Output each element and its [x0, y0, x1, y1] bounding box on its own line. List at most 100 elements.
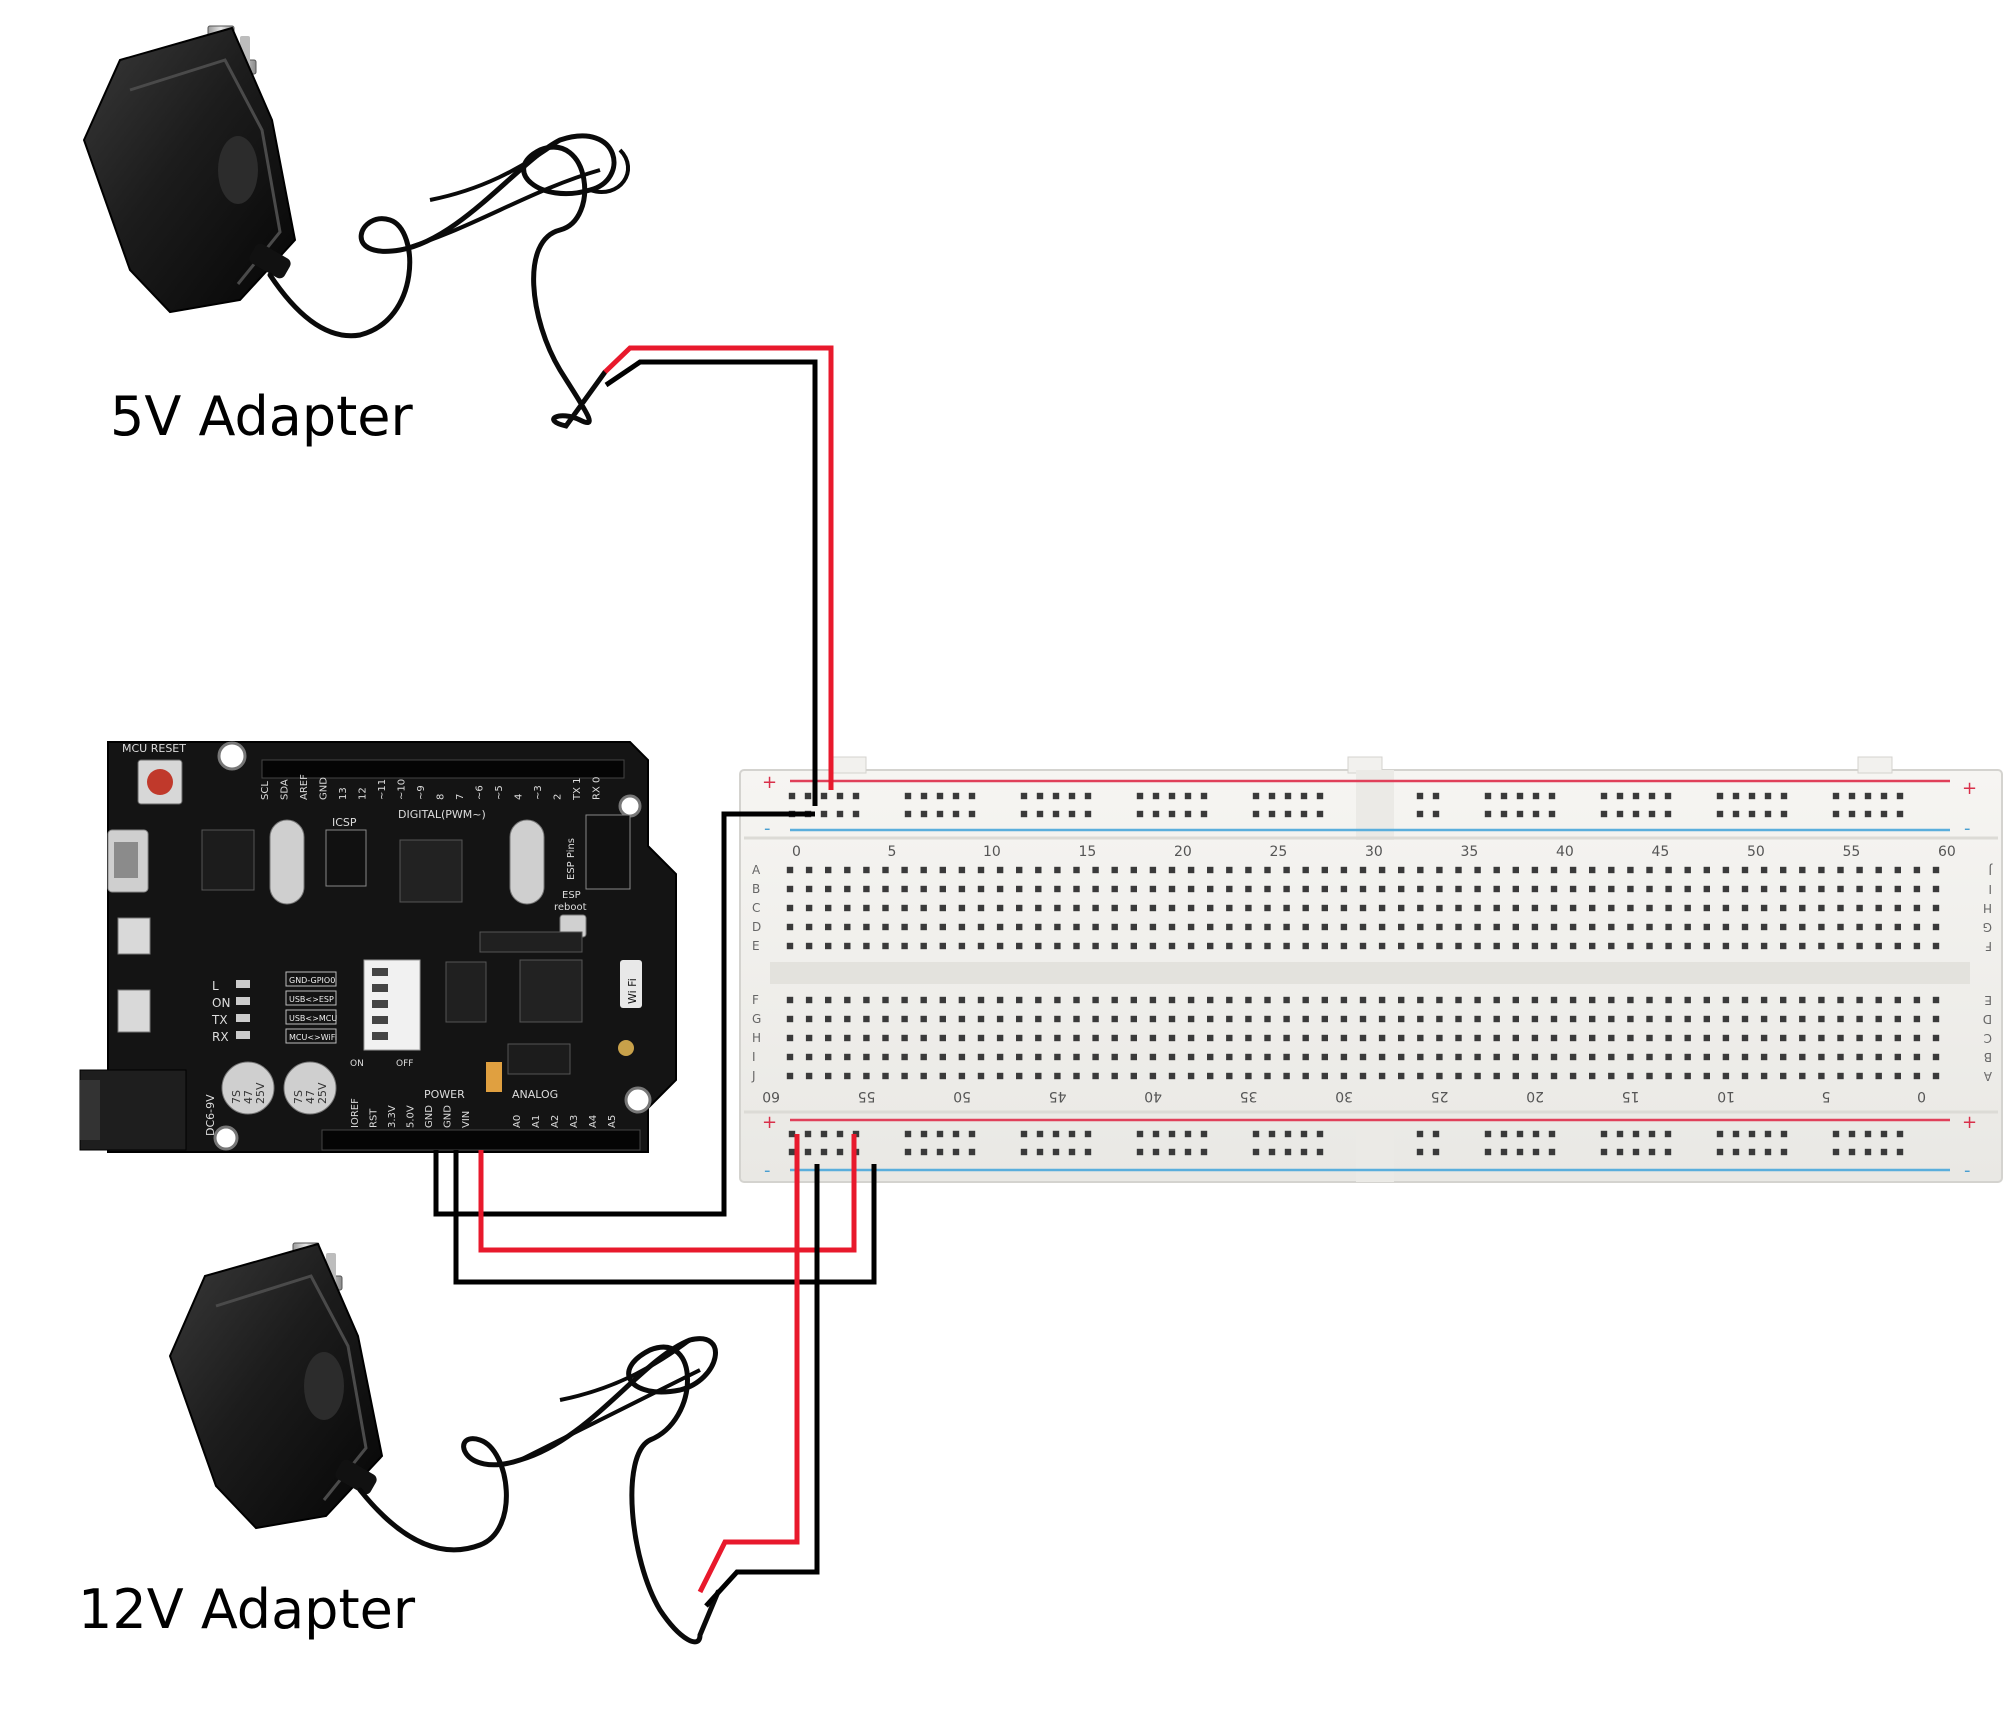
- switch-off-label: OFF: [396, 1059, 413, 1069]
- mode-label-box: [285, 971, 337, 987]
- switch-on-label: ON: [350, 1059, 364, 1069]
- wire-board-gnd-bottom: [453, 1150, 877, 1285]
- digital-pwm-label: DIGITAL(PWM~): [398, 808, 486, 821]
- analog-label: ANALOG: [512, 1088, 558, 1101]
- column-number-top: 20: [1174, 844, 1192, 860]
- column-number-bottom: 60: [762, 1088, 780, 1104]
- row-letter: D: [752, 920, 761, 934]
- mode-label: USB<>ESP: [289, 995, 334, 1004]
- row-letter: H: [752, 1031, 761, 1045]
- rail-plus-bottom-left: +: [762, 1112, 777, 1133]
- row-letter: E: [752, 939, 760, 953]
- digital-pin-label: SCL: [260, 781, 271, 800]
- cap2-line1: 7S: [292, 1090, 305, 1104]
- row-letter: C: [752, 901, 760, 915]
- cap1-line2: 47: [242, 1090, 255, 1104]
- wire-board-gnd-top: [433, 811, 815, 1217]
- column-number-top: 10: [983, 844, 1001, 860]
- cap2-line2: 47: [304, 1090, 317, 1104]
- breadboard-holes: [786, 792, 1940, 1156]
- power-analog-header: [321, 1129, 641, 1151]
- adapter-body-5v: [82, 26, 297, 314]
- mode-label: MCU<>WiFi: [289, 1033, 337, 1042]
- column-number-top: 30: [1365, 844, 1383, 860]
- mode-label: GND-GPIO0: [289, 976, 335, 985]
- row-letter: I: [1988, 882, 1992, 896]
- rail-minus-bottom-right: -: [1964, 1160, 1971, 1181]
- rail-minus-top-left: -: [764, 818, 771, 839]
- capacitor-2: 7S 47 25V: [283, 1061, 337, 1115]
- capacitor-1: 7S 47 25V: [221, 1061, 275, 1115]
- wire-12v-black: [704, 1164, 820, 1608]
- esp-reboot-label-1: ESP: [562, 890, 581, 901]
- label-5v-adapter: 5V Adapter: [110, 385, 413, 448]
- column-number-top: 0: [792, 844, 801, 860]
- esp-reboot-label-2: reboot: [554, 902, 587, 913]
- mode-label-box: [285, 990, 337, 1006]
- led-indicator: [236, 980, 250, 988]
- icsp-header: ICSP: [325, 816, 367, 887]
- adapter-12v: 12V Adapter: [78, 1242, 721, 1645]
- rail-minus-top-right: -: [1964, 818, 1971, 839]
- label-12v-adapter: 12V Adapter: [78, 1578, 416, 1641]
- column-number-bottom: 25: [1431, 1088, 1449, 1104]
- digital-pin-label: 2: [553, 794, 564, 800]
- power-pin-label: 3.3V: [387, 1105, 398, 1128]
- row-letter: B: [1984, 1050, 1992, 1064]
- led-indicator: [236, 1031, 250, 1039]
- digital-pin-label: 7: [455, 794, 466, 800]
- adapter-cable-12v: [357, 1336, 721, 1645]
- digital-pin-label: ~3: [533, 785, 544, 800]
- led-label: RX: [212, 1030, 229, 1044]
- column-number-bottom: 50: [953, 1088, 971, 1104]
- esp-pins-header: ESP Pins: [566, 814, 631, 890]
- analog-pin-label: A4: [588, 1115, 599, 1128]
- mode-label: USB<>MCU: [289, 1014, 337, 1023]
- column-number-top: 55: [1843, 844, 1861, 860]
- atmega-chip: [399, 839, 463, 903]
- wire-5v-red: [603, 345, 834, 790]
- led-indicator: [236, 1014, 250, 1022]
- digital-pin-label: ~6: [475, 785, 486, 800]
- column-number-bottom: 45: [1049, 1088, 1067, 1104]
- row-letter: B: [752, 882, 760, 896]
- digital-pin-label: ~11: [377, 779, 388, 800]
- digital-pin-label: 8: [436, 794, 447, 800]
- digital-pin-label: AREF: [299, 774, 310, 800]
- icsp-label: ICSP: [332, 816, 357, 829]
- row-letter: E: [1984, 993, 1992, 1007]
- digital-pin-label: ~10: [397, 779, 408, 800]
- analog-pin-label: A5: [607, 1115, 618, 1128]
- row-letter: A: [1983, 1069, 1992, 1083]
- column-number-bottom: 30: [1335, 1088, 1353, 1104]
- adapter-cable-5v: [267, 133, 617, 429]
- digital-pin-label: GND: [319, 777, 330, 800]
- esp8266-chip: [519, 959, 583, 1023]
- cap1-line1: 7S: [230, 1090, 243, 1104]
- breadboard-center-channel: [770, 962, 1970, 984]
- mcu-reset-label: MCU RESET: [122, 742, 186, 755]
- wire-12v-red: [697, 1134, 800, 1594]
- digital-pin-label: TX 1: [572, 778, 583, 802]
- esp-uno-board: MCU RESET DC6-9V 7S 47 25V 7S 47 25V: [79, 741, 677, 1153]
- rail-minus-bottom-left: -: [764, 1160, 771, 1181]
- analog-pin-label: A3: [569, 1115, 580, 1128]
- column-number-top: 15: [1079, 844, 1097, 860]
- adapter-5v: 5V Adapter: [82, 25, 631, 448]
- mode-label-box: [285, 1009, 337, 1025]
- mode-label-box: [285, 1028, 337, 1044]
- analog-pin-label: A0: [512, 1115, 523, 1128]
- wire-board-vin: [478, 1134, 857, 1253]
- column-number-bottom: 20: [1526, 1088, 1544, 1104]
- analog-pin-label: A2: [550, 1115, 561, 1128]
- digital-header: [261, 759, 625, 779]
- cap2-line3: 25V: [316, 1082, 329, 1104]
- power-pin-label: 5.0V: [406, 1105, 417, 1128]
- row-letter: I: [752, 1050, 756, 1064]
- digital-pin-label: 13: [338, 787, 349, 800]
